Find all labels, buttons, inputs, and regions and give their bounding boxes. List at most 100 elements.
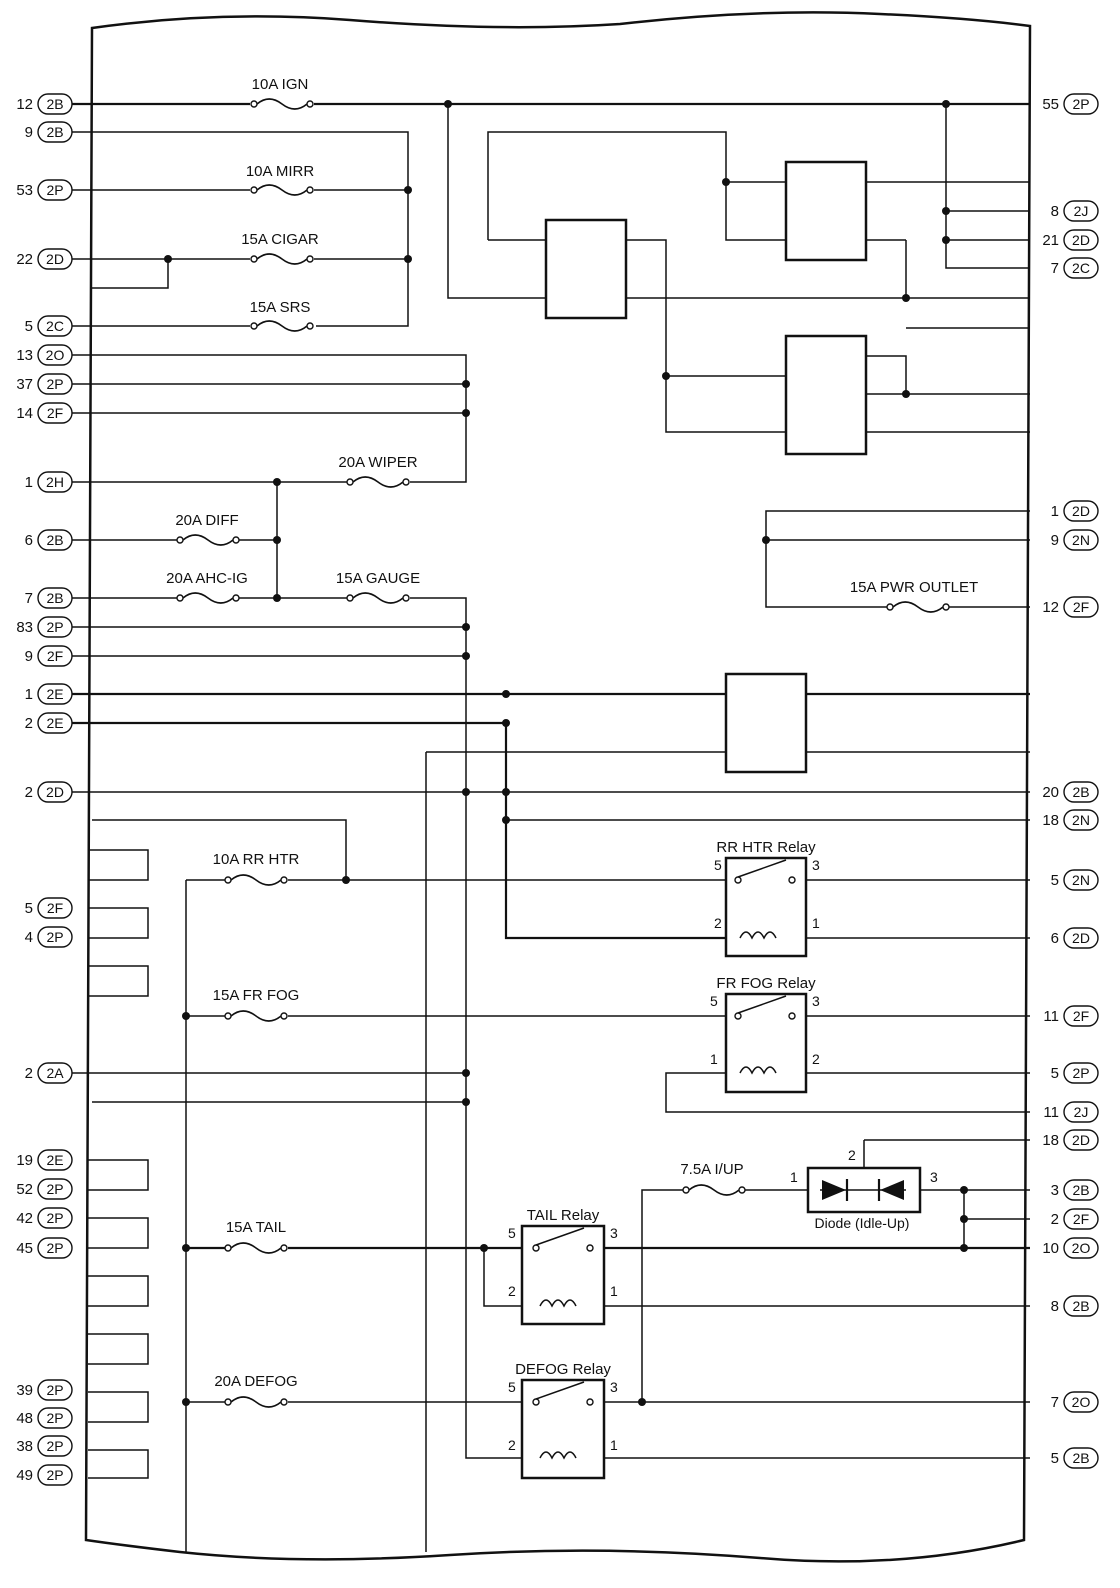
connector-id: 2P [46, 1210, 63, 1226]
fuse-pwr-outlet-label: 15A PWR OUTLET [850, 579, 978, 596]
connector-id: 2P [46, 1410, 63, 1426]
connector-id: 2O [46, 347, 65, 363]
terminal-number: 6 [1051, 930, 1059, 947]
terminal-number: 8 [1051, 203, 1059, 220]
connector-badge [1063, 1101, 1099, 1123]
relay-block-1 [544, 218, 628, 320]
terminal-number: 18 [1042, 1132, 1059, 1149]
connector-badge [37, 645, 73, 667]
fuse-mirr-label: 10A MIRR [246, 163, 315, 180]
terminal-number: 1 [25, 686, 33, 703]
terminal-number: 4 [25, 929, 33, 946]
terminal-number: 3 [1051, 1182, 1059, 1199]
terminal-number: 18 [1042, 812, 1059, 829]
connector-id: 2P [46, 1438, 63, 1454]
connector-badge [1063, 257, 1099, 279]
connector-badge [37, 1178, 73, 1200]
left-terminal: 38 2P [16, 1435, 73, 1457]
connector-id: 2P [46, 1382, 63, 1398]
connector-badge [37, 1379, 73, 1401]
connector-badge [37, 1149, 73, 1171]
defog-pin2: 2 [508, 1437, 516, 1453]
terminal-number: 2 [25, 715, 33, 732]
terminal-number: 49 [16, 1467, 33, 1484]
connector-id: 2J [1074, 203, 1089, 219]
terminal-number: 5 [1051, 872, 1059, 889]
tail-pin3: 3 [610, 1225, 618, 1241]
defog-pin5: 5 [508, 1379, 516, 1395]
connector-id: 2E [46, 686, 63, 702]
fr-fog-pin3: 3 [812, 993, 820, 1009]
connector-badge [37, 344, 73, 366]
terminal-number: 21 [1042, 232, 1059, 249]
connector-id: 2D [1072, 232, 1090, 248]
terminal-number: 5 [25, 318, 33, 335]
relay-block-3 [784, 334, 868, 456]
terminal-number: 55 [1042, 96, 1059, 113]
connector-badge [37, 897, 73, 919]
connector-badge [1063, 229, 1099, 251]
connector-id: 2P [46, 1240, 63, 1256]
connector-badge [37, 1207, 73, 1229]
connector-badge [1063, 1208, 1099, 1230]
fuse-ahc: 20A AHC-IG [166, 570, 248, 604]
junction-dots [164, 100, 968, 1406]
connector-badge [37, 616, 73, 638]
terminal-number: 38 [16, 1438, 33, 1455]
connector-id: 2N [1072, 812, 1090, 828]
connector-id: 2B [1072, 1450, 1089, 1466]
fuse-cigar: 15A CIGAR [241, 231, 319, 265]
terminal-number: 9 [25, 124, 33, 141]
fuse-pwr-outlet: 15A PWR OUTLET [850, 579, 978, 613]
connector-badge [37, 1237, 73, 1259]
connector-badge [1063, 809, 1099, 831]
connector-id: 2P [46, 619, 63, 635]
terminal-number: 11 [1043, 1104, 1059, 1121]
connector-badge [37, 373, 73, 395]
fuse-ahc-label: 20A AHC-IG [166, 570, 248, 587]
connector-id: 2N [1072, 532, 1090, 548]
connector-badge [37, 315, 73, 337]
connector-badge [1063, 927, 1099, 949]
rr-htr-pin3: 3 [812, 857, 820, 873]
fuse-tail: 15A TAIL [224, 1219, 288, 1254]
terminal-number: 10 [1042, 1240, 1059, 1257]
connector-badge [1063, 1005, 1099, 1027]
connector-badge [37, 1464, 73, 1486]
fr-fog-pin2: 2 [812, 1051, 820, 1067]
terminal-number: 14 [16, 405, 33, 422]
defog-relay: DEFOG Relay 5 3 2 1 [508, 1361, 618, 1480]
connector-badge [1063, 500, 1099, 522]
connector-badge [37, 712, 73, 734]
connector-id: 2B [46, 590, 63, 606]
connector-id: 2F [1073, 599, 1089, 615]
connector-id: 2P [46, 929, 63, 945]
